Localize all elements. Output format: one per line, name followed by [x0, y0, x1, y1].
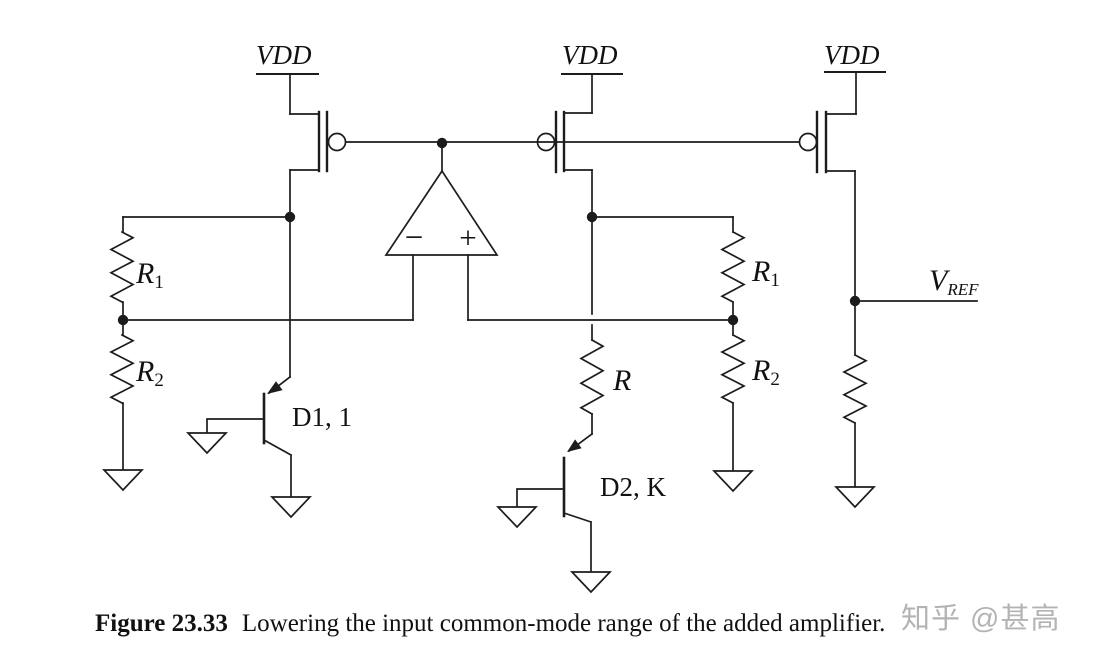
vref-label: VREF — [929, 264, 979, 299]
divider-right — [712, 216, 754, 493]
resistor-output — [842, 353, 868, 425]
d1-collector — [262, 438, 293, 498]
r2-right-label: R2 — [751, 354, 780, 390]
figure-number: Figure 23.33 — [95, 610, 228, 637]
pmos-right — [798, 71, 857, 302]
bjt-d2 — [496, 432, 612, 594]
d2-emitter-arrow — [567, 439, 582, 452]
divider-left — [102, 216, 144, 492]
r-middle-label: R — [612, 364, 631, 397]
ground-symbol — [570, 571, 612, 594]
ground-symbol — [834, 486, 876, 509]
junction-dot — [586, 211, 598, 223]
r1-right-label: R1 — [751, 255, 780, 291]
opamp: − + — [384, 142, 499, 321]
d1-emitter-arrow — [267, 381, 283, 394]
junction-dots — [117, 137, 861, 326]
vdd-label-left: VDD — [256, 40, 312, 70]
pmos-right-gate-bubble — [798, 132, 818, 152]
figure-caption: Figure 23.33 Lowering the input common-mo… — [95, 610, 1075, 638]
resistor-r1-right — [720, 230, 746, 304]
ground-symbol — [712, 470, 754, 493]
pmos-middle — [536, 73, 593, 218]
resistor-r2-left — [109, 333, 135, 405]
junction-dot — [727, 314, 739, 326]
bjt-d1 — [186, 216, 312, 519]
opamp-minus-label: − — [405, 220, 424, 256]
r1-left-label: R1 — [135, 257, 164, 293]
resistor-r2-right — [720, 333, 746, 405]
pmos-left-gate-bubble — [327, 132, 347, 152]
opamp-triangle — [384, 169, 499, 256]
junction-dot — [117, 314, 129, 326]
d2-base-wire — [516, 488, 565, 508]
figure-caption-text: Lowering the input common-mode range of … — [241, 610, 886, 637]
middle-branch — [579, 216, 605, 435]
watermark: 知乎 @甚高 — [901, 603, 1061, 635]
ground-symbol — [102, 469, 144, 492]
junction-dot — [849, 295, 861, 307]
vdd-label-right: VDD — [824, 40, 880, 70]
ground-symbol — [270, 496, 312, 519]
junction-dot — [436, 137, 448, 149]
junction-dot — [284, 211, 296, 223]
d1-base-wire — [206, 418, 265, 434]
output-branch — [834, 300, 876, 509]
opamp-plus-label: + — [459, 220, 476, 255]
d2-label: D2, K — [600, 472, 666, 502]
d2-collector — [562, 511, 593, 573]
d1-label: D1, 1 — [292, 402, 352, 432]
r2-left-label: R2 — [135, 355, 164, 391]
ground-symbol — [496, 506, 538, 529]
ground-symbol — [186, 432, 228, 455]
pmos-left — [289, 73, 347, 218]
vdd-label-middle: VDD — [562, 40, 618, 70]
resistor-r-middle — [579, 338, 605, 416]
resistor-r1-left — [109, 230, 135, 304]
